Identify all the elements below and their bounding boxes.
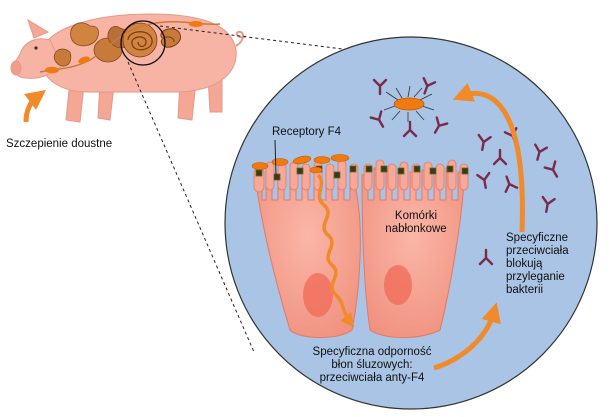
- mucosal-immunity-line1: Specyficzna odporność: [312, 346, 432, 358]
- mucosal-immunity-label: Specyficzna odporność błon śluzowych: pr…: [302, 346, 442, 385]
- blocking-arrow: [452, 83, 525, 233]
- specific-antibodies-line5: bakterii: [506, 284, 544, 296]
- f4-receptors-label: Receptory F4: [272, 126, 342, 138]
- pig-illustration: [10, 13, 247, 123]
- specific-antibodies-label: Specyficzne przeciwciała blokują przyleg…: [506, 232, 569, 297]
- epithelial-cells-line1: Komórki: [394, 210, 438, 222]
- mucosal-immunity-line3: przeciwciała anty-F4: [319, 372, 425, 384]
- immunity-arrow: [433, 302, 501, 371]
- specific-antibodies-line3: blokują: [506, 258, 543, 270]
- zoom-line-bottom: [127, 61, 255, 353]
- vaccination-arrow: [23, 89, 46, 123]
- magnifier-circle: [120, 20, 166, 66]
- nucleus-right: [384, 265, 412, 305]
- specific-antibodies-line2: przeciwciała: [506, 245, 569, 257]
- epithelial-cells-line2: nabłonkowe: [385, 223, 447, 235]
- receptor-pointer: [274, 139, 277, 176]
- antibodies: [369, 76, 559, 266]
- free-bacterium: [383, 85, 435, 122]
- epithelial-cell-right: [361, 167, 465, 338]
- specific-antibodies-line1: Specyficzne: [506, 232, 569, 244]
- uptake-wavy-arrow: [316, 173, 355, 328]
- epithelial-cells-label: Komórki nabłonkowe: [384, 210, 448, 236]
- oral-vaccination-label: Szczepienie doustne: [6, 138, 113, 150]
- nucleus-left: [303, 273, 333, 317]
- specific-antibodies-line4: przyleganie: [506, 271, 565, 283]
- mucosal-immunity-line2: błon śluzowych:: [331, 359, 413, 371]
